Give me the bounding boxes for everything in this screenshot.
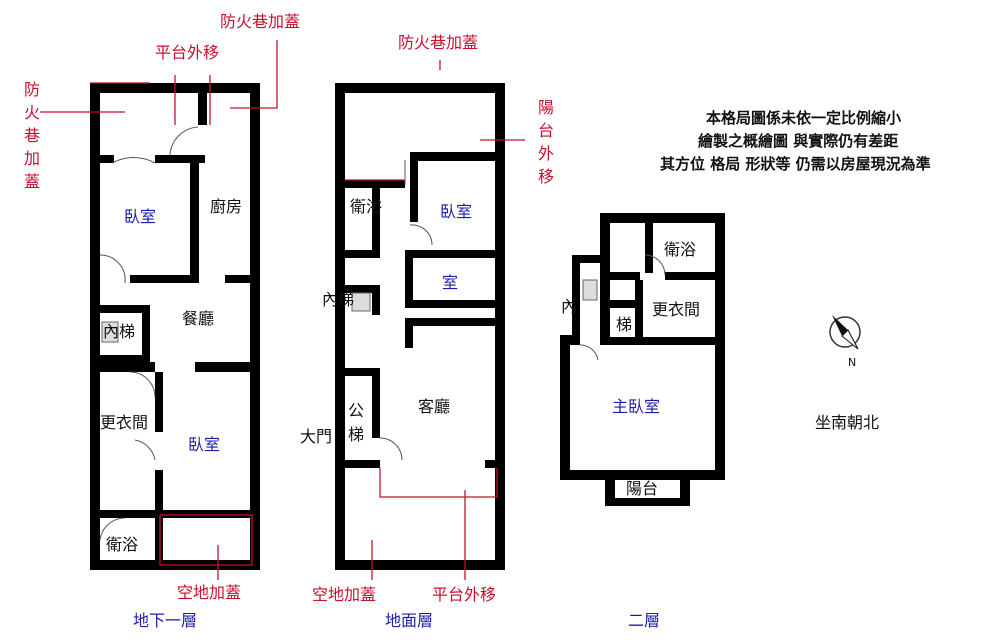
annotation-yard-cover: 空地加蓋 [312,585,376,604]
main-door-label: 大門 [300,427,332,446]
annotation-char: 巷 [24,126,40,145]
room-closet: 更衣間 [652,300,700,319]
room-room: 室 [442,273,458,292]
annotation-char: 陽 [538,98,554,117]
floor-title-second: 二層 [628,611,660,630]
annotation-fire-lane: 防火巷加蓋 [398,33,478,52]
room-public-stairs: 公 [348,401,364,420]
disclaimer-line: 其方位 格局 形狀等 仍需以房屋現況為準 [660,155,931,173]
annotation-char: 台 [538,121,554,140]
room-stairs: 梯 [616,315,632,334]
disclaimer-line: 本格局圖係未依一定比例縮小 [706,109,901,127]
svg-text:N: N [848,356,856,369]
room-bathroom: 衛浴 [106,535,138,554]
annotation-char: 火 [24,103,40,122]
room-public-stairs: 梯 [348,425,364,444]
annotation-char: 移 [538,167,554,186]
annotation-char: 防 [24,80,40,99]
annotation-char: 蓋 [24,172,40,191]
annotation-platform-moved: 平台外移 [155,43,219,62]
annotation-platform-moved: 平台外移 [432,585,496,604]
room-bathroom: 衛浴 [664,240,696,259]
room-bedroom: 臥室 [124,207,156,226]
second-floor-plan [560,213,725,506]
floor-title-ground: 地面層 [385,611,433,630]
basement-plan [40,40,278,580]
orientation-label: 坐南朝北 [815,413,879,432]
room-bedroom: 臥室 [440,202,472,221]
room-bathroom: 衛浴 [350,197,382,216]
ground-plan [335,60,525,580]
room-stairs: 內 [561,297,577,316]
disclaimer-line: 繪製之概繪圖 與實際仍有差距 [698,132,898,150]
annotation-fire-lane: 防火巷加蓋 [220,12,300,31]
floor-title-basement: 地下一層 [133,611,197,630]
room-closet: 更衣間 [100,413,148,432]
room-bedroom: 臥室 [188,435,220,454]
room-stairs: 內梯 [322,290,354,309]
room-balcony: 陽台 [626,479,658,498]
room-living: 客廳 [418,397,450,416]
annotation-char: 加 [24,149,40,168]
room-dining: 餐廳 [182,309,214,328]
room-stairs: 內梯 [103,322,135,341]
room-master-bedroom: 主臥室 [612,397,660,416]
room-kitchen: 廚房 [210,197,242,216]
annotation-yard-cover: 空地加蓋 [177,583,241,602]
compass-icon: N [829,315,861,369]
annotation-char: 外 [538,144,554,163]
